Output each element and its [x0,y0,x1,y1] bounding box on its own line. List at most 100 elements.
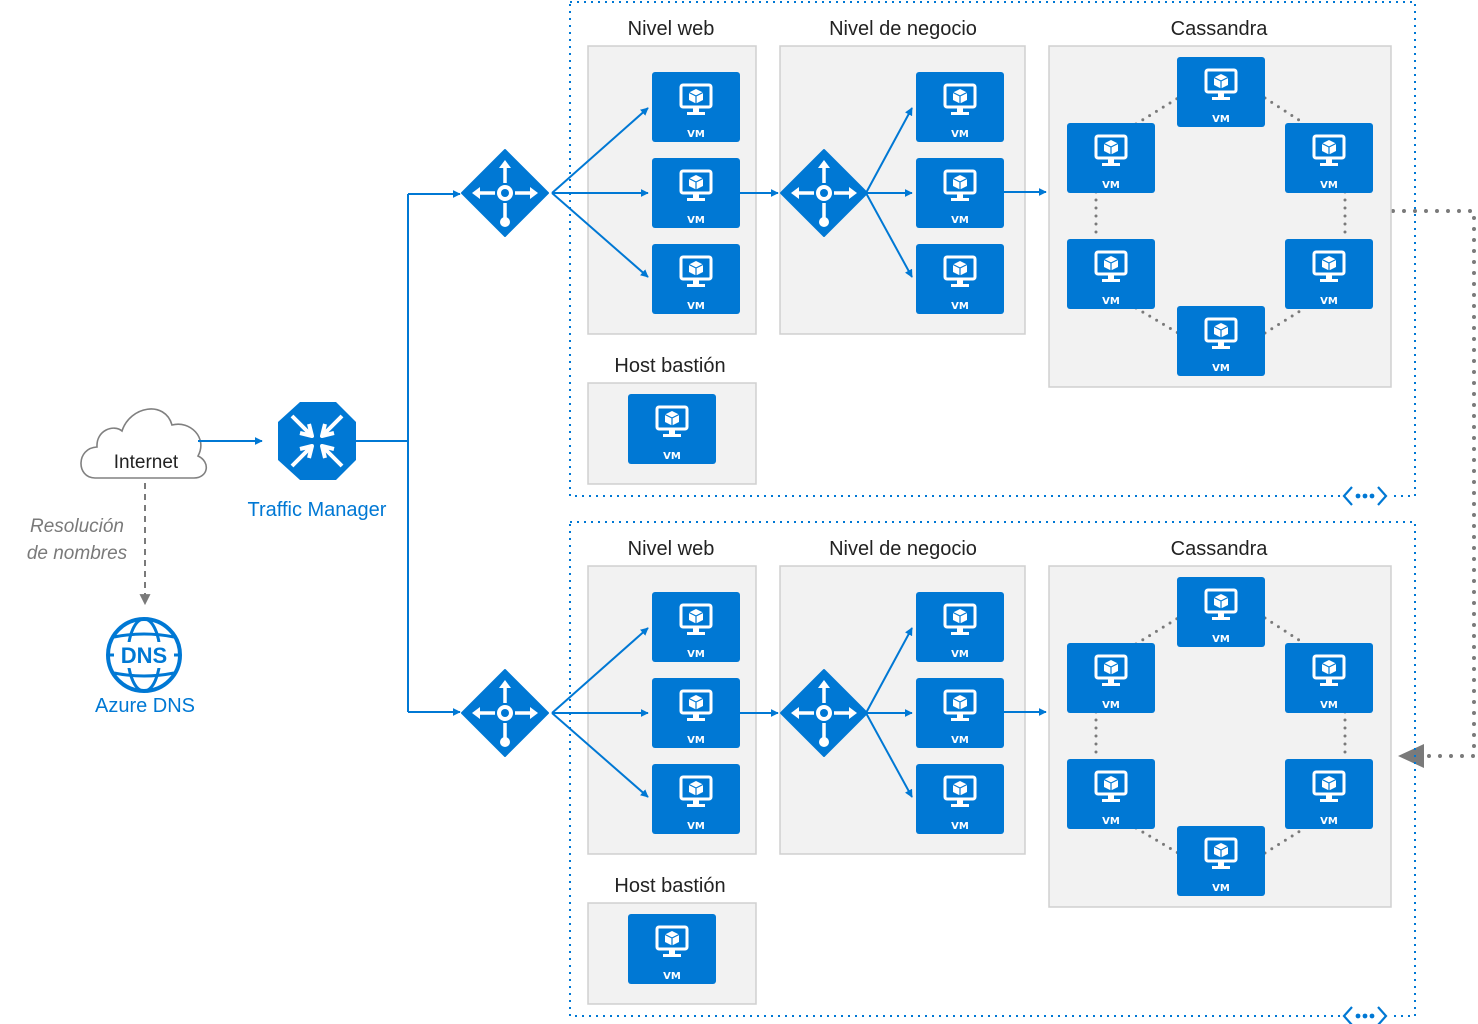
cassandra-vm-lower-right: VM [1285,239,1373,309]
traffic-manager-icon [278,402,356,480]
vm-label: VM [1212,634,1230,645]
traffic-manager-label: Traffic Manager [248,499,387,521]
virtual-network-icon [1341,484,1389,508]
cassandra-vm-bottom: VM [1177,306,1265,376]
cassandra-ring-link [1134,306,1180,335]
vm-label: VM [687,215,705,226]
virtual-network-boundary [569,1,1416,497]
web-tier-label: Nivel web [628,538,715,560]
cassandra-ring-link [1263,826,1307,855]
virtual-network-boundary [569,521,1416,1017]
vm-label: VM [951,215,969,226]
vm-label: VM [1212,883,1230,894]
name-resolution-label-line2: de nombres [27,543,128,564]
web-load-balancer-icon [460,668,550,758]
arrow-lb-to-web-vm-3 [551,192,649,278]
cassandra-ring-link [1263,616,1307,646]
arrow-lb-to-business-vm-1 [865,107,913,194]
cassandra-vm-upper-right: VM [1285,123,1373,193]
web-vm-2: VM [652,678,740,748]
bastion-vm: VM [628,394,716,464]
cassandra-vm-lower-left: VM [1067,759,1155,829]
azure-dns-node: DNS Azure DNS [95,617,195,717]
vm-label: VM [687,821,705,832]
vm-label: VM [951,129,969,140]
cassandra-vm-upper-right: VM [1285,643,1373,713]
vm-label: VM [663,451,681,462]
bastion-vm: VM [628,914,716,984]
vm-label: VM [951,301,969,312]
web-vm-3: VM [652,764,740,834]
vm-label: VM [1212,363,1230,374]
cassandra-ring-link [1134,826,1180,855]
cassandra-vm-bottom: VM [1177,826,1265,896]
web-vm-1: VM [652,72,740,142]
cassandra-vm-lower-right: VM [1285,759,1373,829]
arrow-lb-to-web-vm-1 [551,107,649,194]
dns-icon-text: DNS [121,643,167,668]
arrow-lb-to-web-vm-3 [551,712,649,798]
vm-label: VM [687,301,705,312]
vm-label: VM [1320,180,1338,191]
web-vm-1: VM [652,592,740,662]
vm-label: VM [687,735,705,746]
vm-label: VM [1102,180,1120,191]
vm-label: VM [951,735,969,746]
vm-label: VM [951,821,969,832]
vm-label: VM [1102,700,1120,711]
cassandra-ring-link [1134,96,1180,126]
business-vm-3: VM [916,764,1004,834]
cassandra-label: Cassandra [1171,18,1269,40]
replication-arrowhead [1398,744,1424,768]
bastion-label: Host bastión [614,875,725,897]
cassandra-vm-lower-left: VM [1067,239,1155,309]
vm-label: VM [951,649,969,660]
vm-label: VM [1320,700,1338,711]
name-resolution-label-line1: Resolución [30,516,124,537]
vm-label: VM [687,649,705,660]
vm-label: VM [663,971,681,982]
arrow-lb-to-business-vm-3 [865,712,913,798]
internet-label: Internet [114,452,179,473]
cassandra-label: Cassandra [1171,538,1269,560]
vm-label: VM [687,129,705,140]
virtual-network-icon [1341,1004,1389,1024]
bastion-label: Host bastión [614,355,725,377]
internet-node: Internet [80,408,207,479]
cassandra-ring-link [1263,96,1307,126]
traffic-manager-node: Traffic Manager [248,402,387,521]
web-tier-label: Nivel web [628,18,715,40]
azure-dns-label: Azure DNS [95,695,195,717]
vm-label: VM [1102,816,1120,827]
business-vm-3: VM [916,244,1004,314]
business-tier-label: Nivel de negocio [829,18,977,40]
vm-label: VM [1102,296,1120,307]
cassandra-replication-link [1391,209,1476,758]
business-vm-1: VM [916,592,1004,662]
vm-label: VM [1320,296,1338,307]
business-tier-label: Nivel de negocio [829,538,977,560]
arrow-lb-to-business-vm-3 [865,192,913,278]
web-vm-3: VM [652,244,740,314]
business-vm-2: VM [916,678,1004,748]
tm-branch-connector [356,194,409,712]
cassandra-vm-upper-left: VM [1067,643,1155,713]
cloud-icon [80,408,207,479]
cassandra-vm-top: VM [1177,577,1265,647]
vm-label: VM [1212,114,1230,125]
business-vm-1: VM [916,72,1004,142]
web-vm-2: VM [652,158,740,228]
cassandra-vm-upper-left: VM [1067,123,1155,193]
business-vm-2: VM [916,158,1004,228]
arrow-lb-to-web-vm-1 [551,627,649,714]
cassandra-vm-top: VM [1177,57,1265,127]
vm-label: VM [1320,816,1338,827]
dns-globe-icon: DNS [106,617,182,693]
arrow-lb-to-business-vm-1 [865,627,913,714]
web-load-balancer-icon [460,148,550,238]
cassandra-ring-link [1134,616,1180,646]
cassandra-ring-link [1263,306,1307,335]
